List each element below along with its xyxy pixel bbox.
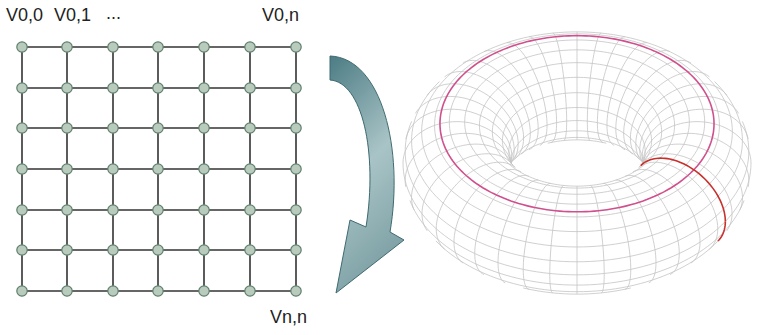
grid-vertex <box>62 42 72 52</box>
grid-vertex <box>153 286 163 296</box>
torus-mesh-line <box>415 96 514 162</box>
grid-vertex <box>17 205 27 215</box>
grid-vertex <box>291 286 301 296</box>
grid-vertex <box>108 83 118 93</box>
grid-vertex <box>291 164 301 174</box>
torus-mesh-line <box>492 77 661 186</box>
torus-mesh-line <box>742 121 748 151</box>
torus-mesh-line <box>616 180 656 263</box>
major-circle <box>440 36 714 212</box>
torus-mesh-line <box>449 40 704 204</box>
torus-mesh-line <box>502 93 651 168</box>
vertex-label: V0,0 <box>6 6 43 26</box>
grid-vertex <box>245 286 255 296</box>
torus-mesh-line <box>577 32 578 140</box>
torus-mesh-line <box>643 133 749 180</box>
grid-vertex <box>199 286 209 296</box>
grid-vertex <box>199 205 209 215</box>
grid-vertex <box>108 286 118 296</box>
torus-mesh-line <box>607 43 647 146</box>
grid-vertex <box>153 83 163 93</box>
vertex-label: ... <box>106 4 121 24</box>
grid-vertex <box>291 42 301 52</box>
torus-mesh-line <box>465 50 690 194</box>
minor-circle <box>641 158 726 221</box>
torus-mesh-line <box>410 200 744 285</box>
torus-mesh-line <box>422 32 733 232</box>
grid-vertex <box>17 286 27 296</box>
torus-mesh-line <box>403 163 751 275</box>
vertex-label: V0,1 <box>54 6 91 26</box>
grid-vertex <box>199 164 209 174</box>
vertex-label: Vn,n <box>270 308 307 328</box>
grid-vertex <box>108 123 118 133</box>
grid-vertex <box>245 245 255 255</box>
grid-vertex <box>17 42 27 52</box>
grid-vertex <box>17 245 27 255</box>
torus-mesh-line <box>511 131 644 165</box>
grid-vertex <box>62 164 72 174</box>
torus-mesh-line <box>577 275 578 294</box>
torus-mesh-line <box>412 82 743 247</box>
grid-graph <box>17 42 301 296</box>
torus-mesh-line <box>553 33 567 140</box>
grid-vertex <box>62 245 72 255</box>
vertex-label: V0,n <box>262 6 299 26</box>
grid-vertex <box>245 42 255 52</box>
torus-mesh-line <box>445 72 524 159</box>
torus-mesh-line <box>509 108 645 164</box>
grid-vertex <box>153 164 163 174</box>
grid-vertex <box>199 42 209 52</box>
grid-vertex <box>108 245 118 255</box>
torus-mesh-line <box>548 140 607 143</box>
torus-mesh-line <box>479 63 674 188</box>
torus-mesh-line <box>435 34 720 217</box>
grid-vertex <box>291 245 301 255</box>
grid-vertex <box>153 245 163 255</box>
torus-mesh-line <box>511 121 643 163</box>
grid-vertex <box>108 164 118 174</box>
grid-vertex <box>245 205 255 215</box>
grid-vertex <box>62 83 72 93</box>
torus-mesh-line <box>403 122 511 163</box>
grid-vertex <box>62 123 72 133</box>
torus-mesh-line <box>640 96 739 162</box>
torus-mesh-line <box>630 72 709 159</box>
grid-vertex <box>17 164 27 174</box>
grid-vertex <box>62 286 72 296</box>
grid-vertex <box>62 205 72 215</box>
grid-vertex <box>245 123 255 133</box>
torus-mesh-line <box>639 141 652 168</box>
torus-mesh-line <box>436 241 718 292</box>
grid-vertex <box>245 164 255 174</box>
torus-mesh-line <box>507 43 547 146</box>
grid-vertex <box>199 83 209 93</box>
torus-mesh-line <box>405 121 749 261</box>
torus-wireframe <box>403 32 751 294</box>
torus-mesh-line <box>587 33 601 140</box>
grid-vertex <box>291 123 301 133</box>
grid-vertex <box>17 123 27 133</box>
grid-vertex <box>108 42 118 52</box>
minor-circle <box>718 221 725 241</box>
curved-arrow <box>330 56 404 293</box>
torus-mesh-line <box>498 180 538 263</box>
torus-mesh-line <box>405 133 511 180</box>
grid-vertex <box>108 205 118 215</box>
grid-vertex <box>153 205 163 215</box>
grid-vertex <box>291 205 301 215</box>
torus-mesh-line <box>643 122 751 163</box>
grid-vertex <box>291 83 301 93</box>
grid-vertex <box>199 245 209 255</box>
grid-vertex <box>245 83 255 93</box>
torus-mesh-line <box>513 137 640 160</box>
grid-vertex <box>199 123 209 133</box>
grid-vertex <box>153 42 163 52</box>
grid-vertex <box>17 83 27 93</box>
grid-vertex <box>153 123 163 133</box>
